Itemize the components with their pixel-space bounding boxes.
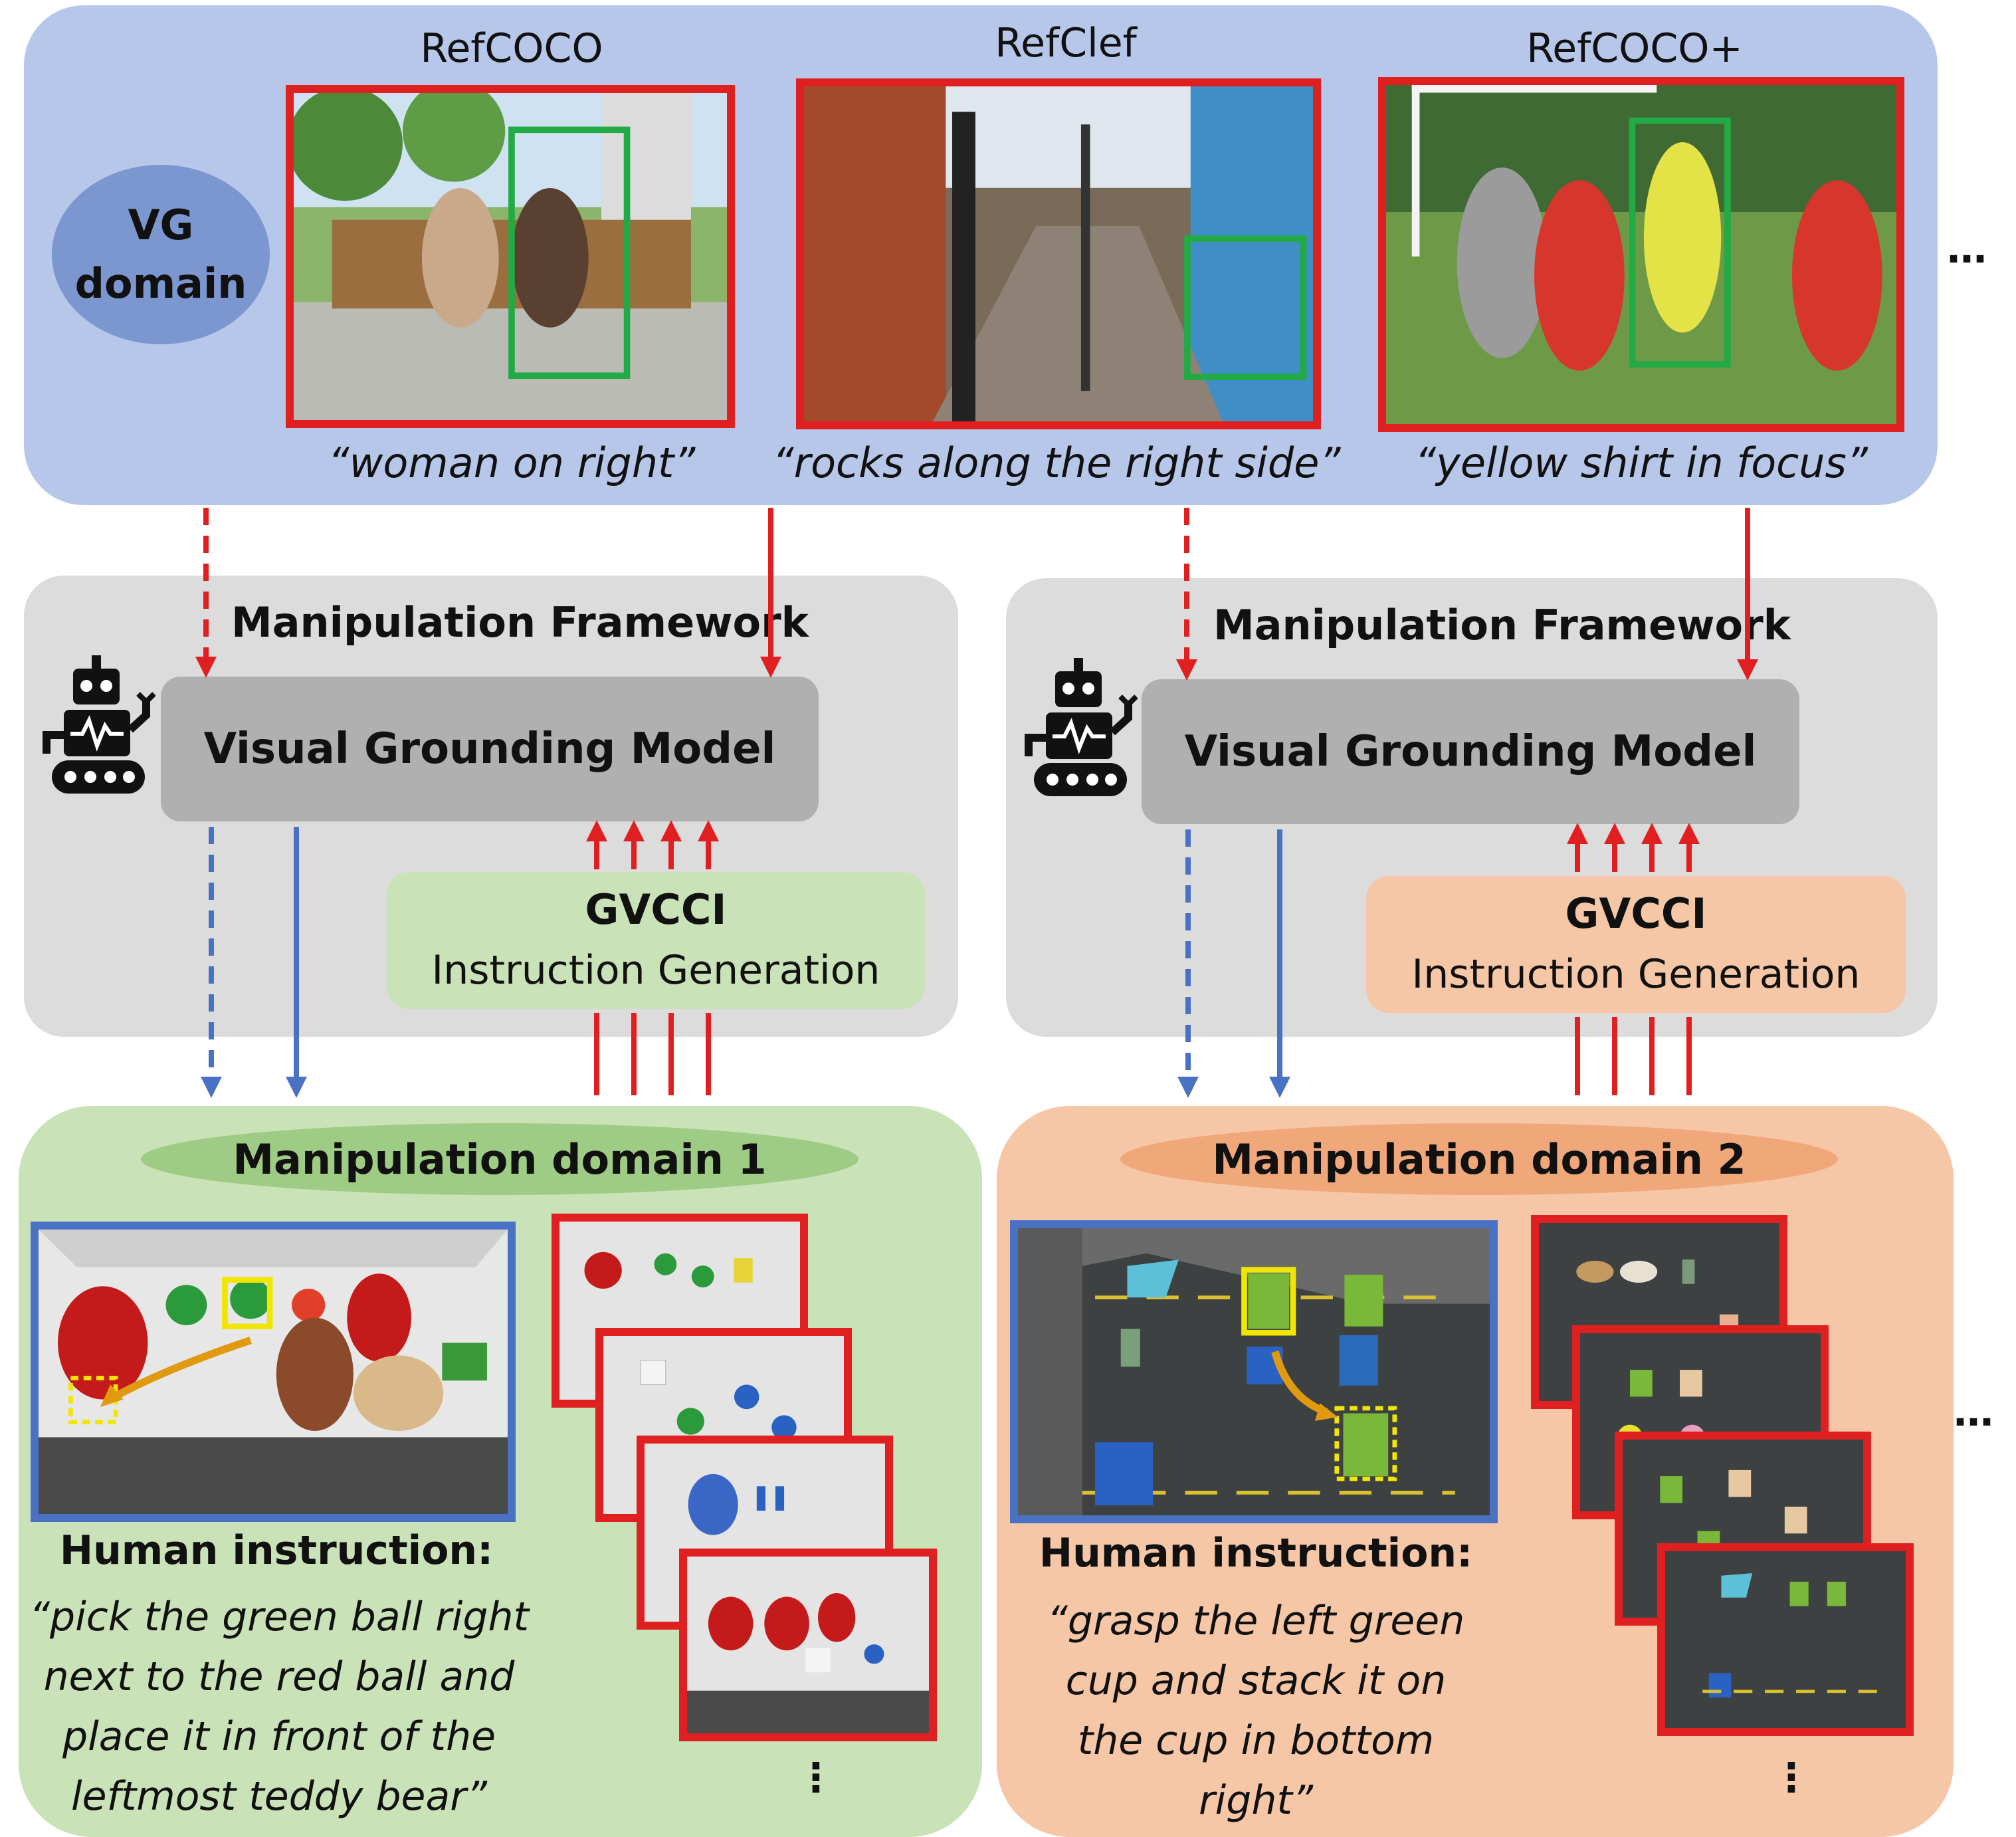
refclef-image	[796, 78, 1321, 429]
framework-title-1: Manipulation Framework	[231, 598, 809, 647]
gvcci-title: GVCCI	[1565, 889, 1707, 938]
more-datasets-ellipsis: …	[1947, 226, 1987, 272]
human-instruction-title-2: Human instruction:	[1039, 1530, 1473, 1576]
domain2-sample-image	[1657, 1543, 1914, 1736]
dataset-title-refcoco-plus: RefCOCO+	[1526, 25, 1743, 72]
domain-title-2: Manipulation domain 2	[1120, 1123, 1838, 1195]
more-domains-ellipsis: …	[1954, 1389, 1993, 1436]
gvcci-module-1: GVCCI Instruction Generation	[387, 872, 925, 1009]
domain2-scene-image	[1010, 1220, 1498, 1523]
gvcci-title: GVCCI	[585, 885, 727, 934]
gvcci-subtitle: Instruction Generation	[431, 947, 880, 994]
dataset-title-refcoco: RefCOCO	[420, 25, 603, 72]
vg-domain-label: VG domain	[52, 165, 270, 344]
gvcci-module-2: GVCCI Instruction Generation	[1366, 876, 1906, 1013]
caption-refcoco-plus: “yellow shirt in focus”	[1415, 439, 1868, 487]
visual-grounding-model-2: Visual Grounding Model	[1142, 679, 1799, 824]
robot-icon	[43, 655, 155, 794]
visual-grounding-model-1: Visual Grounding Model	[161, 677, 819, 821]
framework-title-2: Manipulation Framework	[1213, 601, 1791, 649]
domain-title-1: Manipulation domain 1	[141, 1123, 858, 1195]
gvcci-up-arrows-1	[586, 820, 719, 1095]
robot-icon	[1025, 658, 1138, 796]
caption-refcoco: “woman on right”	[328, 439, 696, 487]
human-instruction-text-1: “pick the green ball right next to the r…	[29, 1594, 530, 1820]
caption-refclef: “rocks along the right side”	[772, 439, 1341, 487]
dataset-title-refclef: RefClef	[995, 20, 1137, 66]
domain1-more-ellipsis: ⋮	[796, 1755, 836, 1801]
domain1-sample-image	[679, 1549, 937, 1741]
gvcci-up-arrows-2	[1567, 823, 1700, 1095]
human-instruction-title-1: Human instruction:	[59, 1527, 494, 1574]
refcoco-image	[286, 85, 735, 428]
gvcci-subtitle: Instruction Generation	[1411, 951, 1861, 998]
domain2-more-ellipsis: ⋮	[1771, 1755, 1811, 1801]
refcoco-plus-image	[1378, 77, 1904, 432]
human-instruction-text-2: “grasp the left green cup and stack it o…	[1047, 1598, 1465, 1824]
domain1-scene-image	[31, 1222, 516, 1522]
